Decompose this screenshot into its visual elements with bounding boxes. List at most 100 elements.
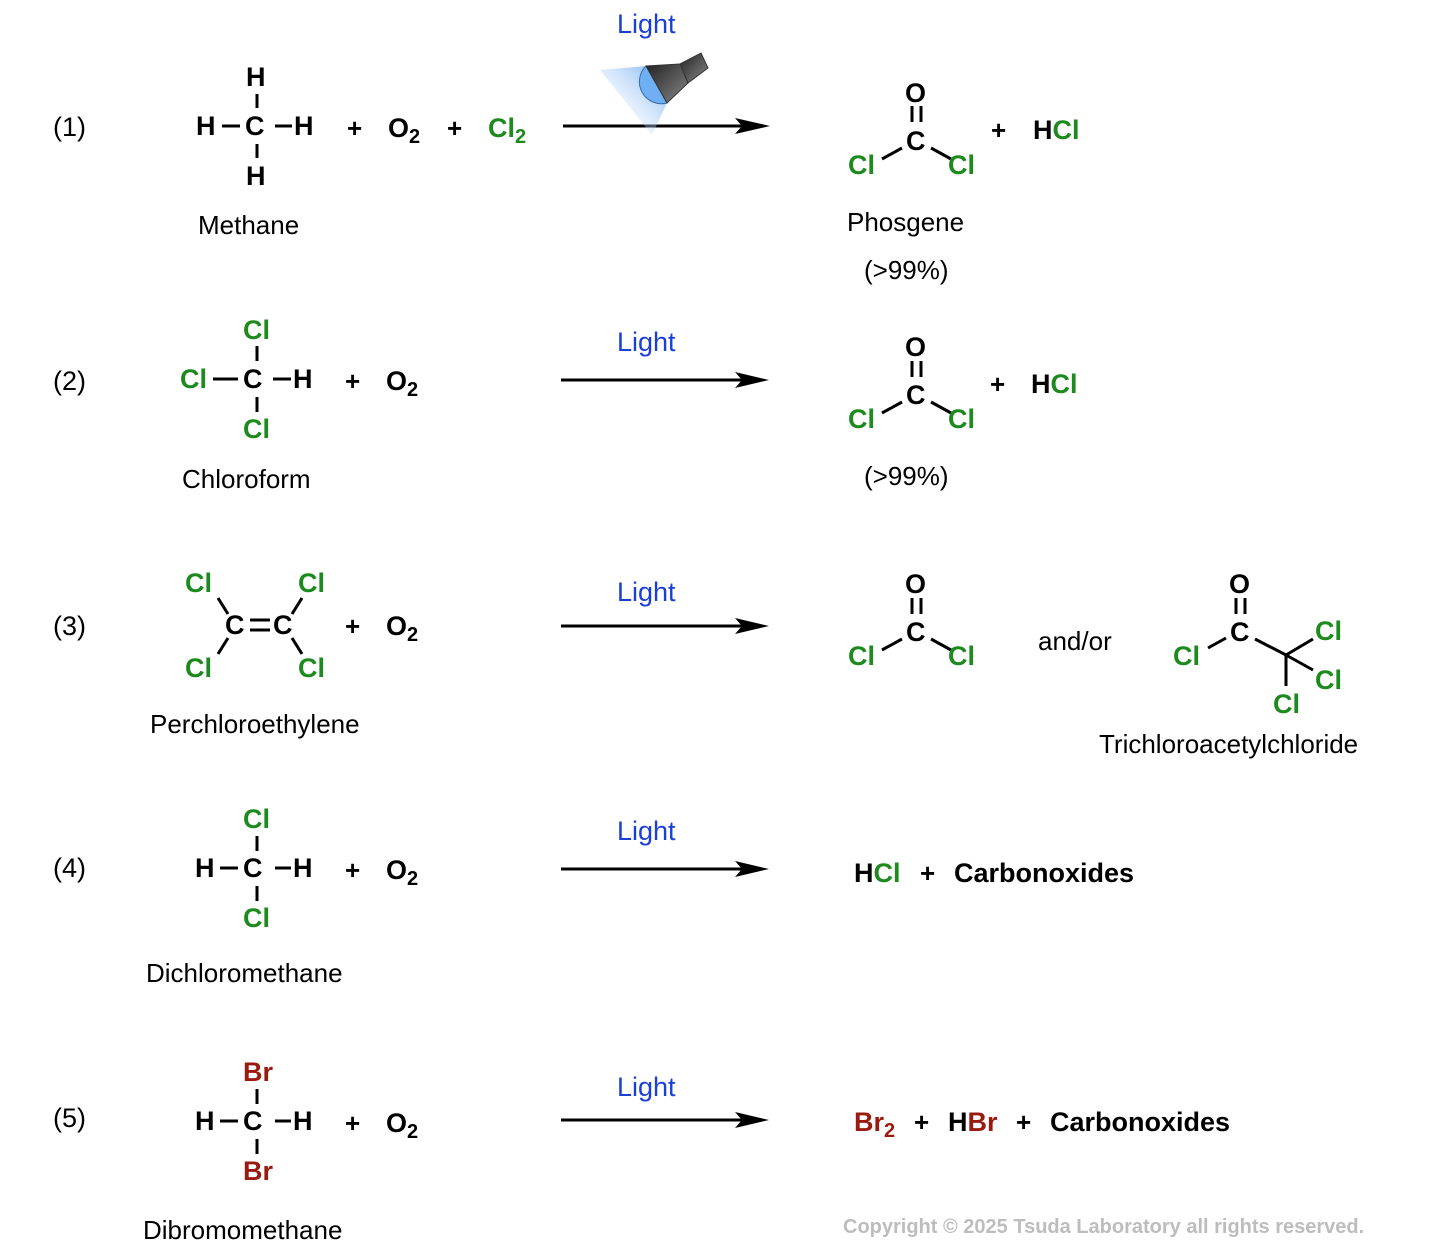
oxygen-molecule-2: O2 [386,366,419,401]
methane-atom-top: H [246,62,266,92]
plus-sign: + [345,855,361,885]
phosgene-atom-cl-left: Cl [848,150,875,180]
tcac-atom-cl-a: Cl [1315,616,1342,646]
reaction-number-4: (4) [53,853,86,883]
product2-name-3: Trichloroacetylchloride [1099,729,1359,759]
tcac-atom-cl-c: Cl [1273,689,1300,719]
plus-sign: + [345,1108,361,1138]
perchloroethylene-atom-cl-tl: Cl [185,568,212,598]
phosgene-atom-cl-left: Cl [848,641,875,671]
methane-atom-right: H [294,111,314,141]
dbm-atom-left: H [195,1106,215,1136]
dcm-atom-center: C [243,853,263,883]
dbm-atom-right: H [293,1106,313,1136]
reactant-name-3: Perchloroethylene [150,709,360,739]
reaction-number-2: (2) [53,366,86,396]
and-or-connector: and/or [1038,626,1112,656]
phosgene-atom-cl-right: Cl [948,150,975,180]
hbr-product: HBr [948,1107,998,1137]
carbonoxides-product-4: Carbonoxides [954,858,1135,888]
condition-light-1: Light [617,9,676,39]
plus-sign: + [1016,1107,1032,1137]
hcl-byproduct-1: HCl [1033,115,1080,145]
hcl-byproduct-2: HCl [1031,369,1078,399]
chloroform-atom-left: Cl [180,364,207,394]
dcm-atom-top: Cl [243,804,270,834]
carbonoxides-product-5: Carbonoxides [1050,1107,1231,1137]
tcac-atom-cl-b: Cl [1315,665,1342,695]
dichloromethane-bonds [220,836,291,901]
reactant-name-2: Chloroform [182,464,311,494]
dbm-atom-top: Br [243,1057,274,1087]
methane-atom-center: C [245,111,265,141]
chloroform-bonds [213,346,291,412]
reaction-number-5: (5) [53,1103,86,1133]
arrow-head-2 [735,372,769,388]
tcac-atom-cl-acyl: Cl [1173,641,1200,671]
phosgene-atom-c: C [906,380,926,410]
reaction-number-1: (1) [53,112,86,142]
plus-sign: + [990,369,1006,399]
arrow-head-1 [735,118,770,134]
oxygen-molecule-3: O2 [386,611,419,646]
dbm-atom-bottom: Br [243,1156,274,1186]
plus-sign: + [920,858,936,888]
perchloroethylene-atom-cl-br: Cl [298,653,325,683]
oxygen-molecule-4: O2 [386,855,419,890]
hcl-product-4: HCl [854,858,901,888]
reactant-name-5: Dibromomethane [143,1215,343,1245]
plus-sign: + [914,1107,930,1137]
chloroform-atom-right: H [293,364,313,394]
phosgene-bonds-1 [881,106,952,161]
phosgene-atom-c: C [906,617,926,647]
phosgene-atom-o: O [905,332,927,362]
phosgene-atom-o: O [905,569,927,599]
dcm-atom-right: H [293,853,313,883]
methane-bonds [222,94,292,158]
dbm-atom-center: C [243,1106,263,1136]
chloroform-atom-top: Cl [243,315,270,345]
dcm-atom-left: H [195,853,215,883]
product-yield-2: (>99%) [864,461,949,491]
phosgene-atom-c: C [906,126,926,156]
perchloroethylene-atom-cl-tr: Cl [298,568,325,598]
chloroform-atom-bottom: Cl [243,414,270,444]
arrow-head-4 [735,861,769,877]
bromine-product: Br2 [854,1107,896,1142]
plus-sign: + [345,366,361,396]
phosgene-atom-o: O [905,78,927,108]
perchloroethylene-atom-cl-bl: Cl [185,653,212,683]
chloroform-atom-center: C [243,364,263,394]
plus-sign: + [447,113,463,143]
phosgene-atom-cl-right: Cl [948,641,975,671]
trichloroacetylchloride-bonds [1207,598,1314,686]
arrow-head-3 [735,618,769,634]
chlorine-molecule: Cl2 [488,113,527,148]
phosgene-atom-cl-left: Cl [848,404,875,434]
methane-atom-left: H [196,111,216,141]
reaction-arrows [561,124,750,1122]
product-yield-1: (>99%) [864,255,949,285]
perchloroethylene-atom-c1: C [225,610,245,640]
plus-sign: + [347,113,363,143]
flashlight-icon [600,52,709,135]
reaction-number-3: (3) [53,611,86,641]
dcm-atom-bottom: Cl [243,903,270,933]
reactant-name-4: Dichloromethane [146,958,343,988]
tcac-atom-o: O [1229,569,1251,599]
phosgene-bonds-3 [881,598,952,652]
plus-sign: + [991,115,1007,145]
phosgene-bonds-2 [881,361,952,415]
oxygen-molecule-5: O2 [386,1108,419,1143]
product-name-1: Phosgene [847,207,965,237]
perchloroethylene-atom-c2: C [273,610,293,640]
condition-light-3: Light [617,577,676,607]
tcac-atom-c: C [1230,617,1250,647]
dibromomethane-bonds [220,1089,291,1154]
phosgene-atom-cl-right: Cl [948,404,975,434]
arrow-head-5 [735,1112,769,1128]
perchloroethylene-bonds [216,597,304,655]
methane-atom-bottom: H [246,161,266,191]
condition-light-5: Light [617,1072,676,1102]
